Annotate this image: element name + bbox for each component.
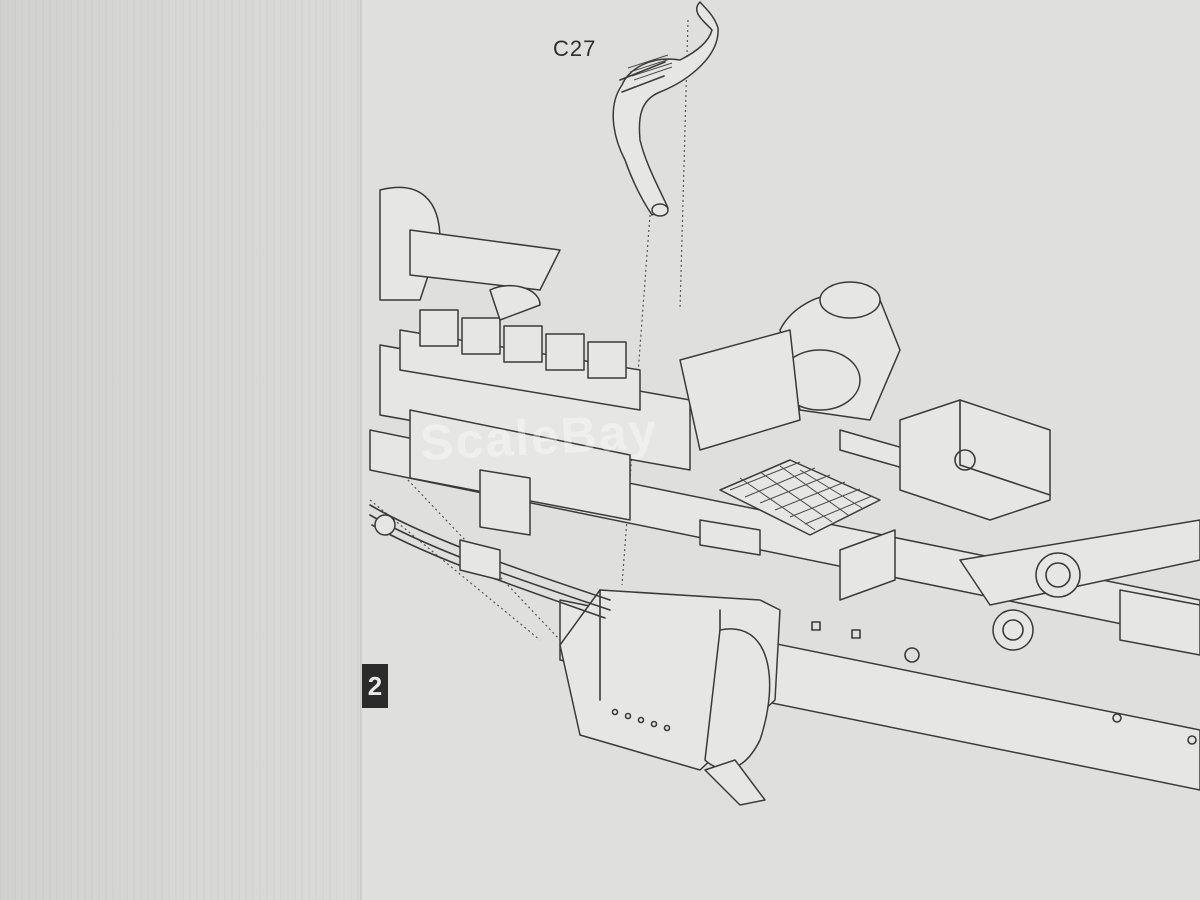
cylinder-part bbox=[1119, 589, 1200, 656]
engine-mount bbox=[479, 469, 531, 536]
left-page bbox=[0, 0, 362, 900]
spring-clamp bbox=[459, 539, 501, 581]
cross-member bbox=[959, 519, 1200, 606]
hose-end bbox=[651, 203, 669, 217]
tank-rivets bbox=[611, 708, 671, 732]
guide-line bbox=[369, 499, 541, 641]
part-callout-c27: C27 bbox=[553, 36, 597, 61]
hose-ribbing bbox=[627, 54, 673, 81]
leaf-spring bbox=[369, 504, 611, 619]
frame-holes bbox=[811, 621, 1197, 745]
air-cleaner-assembly bbox=[679, 281, 911, 471]
part-c27-hose bbox=[612, 1, 719, 217]
grated-step bbox=[699, 459, 896, 601]
engine-block bbox=[379, 186, 691, 536]
guide-line bbox=[679, 19, 689, 311]
mount-ring bbox=[1035, 552, 1081, 598]
step-number-badge: 2 bbox=[362, 664, 388, 708]
mount-ring bbox=[992, 609, 1034, 651]
page-fold-edge bbox=[360, 0, 364, 900]
fuel-tank bbox=[559, 589, 781, 806]
battery-box bbox=[899, 399, 1051, 521]
exhaust-tip bbox=[704, 759, 766, 806]
cylinder-heads bbox=[419, 309, 627, 379]
